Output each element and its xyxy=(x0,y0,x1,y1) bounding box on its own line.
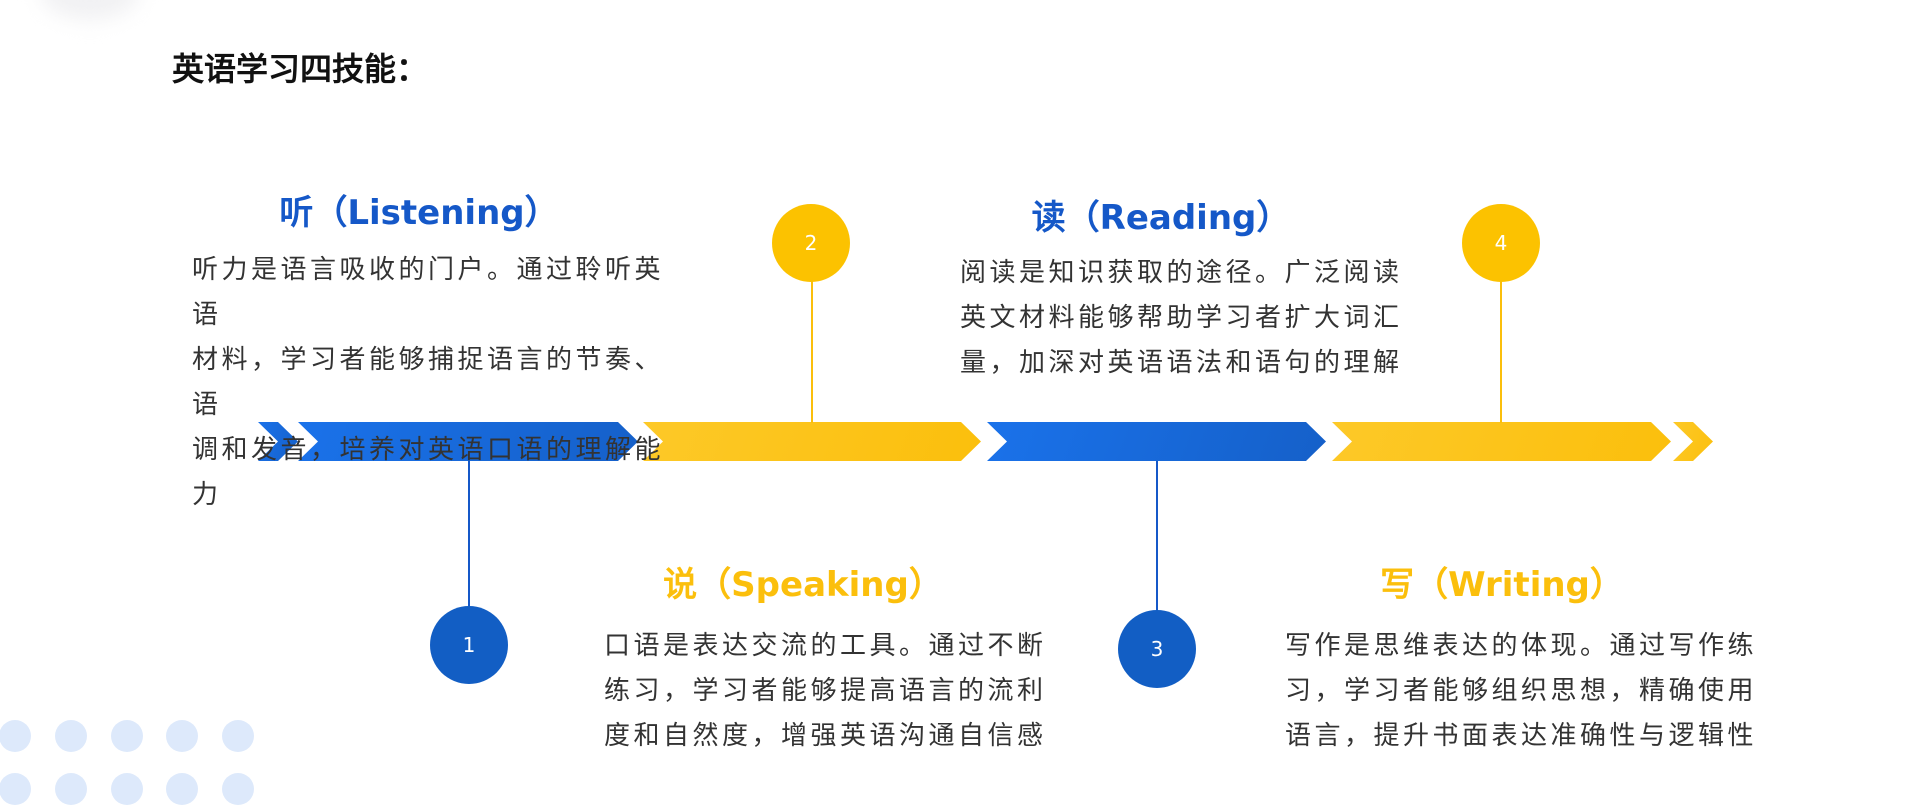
connector-4 xyxy=(1500,280,1502,423)
heading-speaking: 说（Speaking） xyxy=(663,565,943,605)
text-line: 语言，提升书面表达准确性与逻辑性 xyxy=(1285,721,1758,751)
heading-listening: 听（Listening） xyxy=(279,193,559,233)
text-line: 调和发音，培养对英语口语的理解能力 xyxy=(192,435,665,510)
decor-dot xyxy=(0,773,31,805)
text-line: 英文材料能够帮助学习者扩大词汇 xyxy=(960,303,1403,333)
decor-dot xyxy=(222,773,254,805)
decor-dot xyxy=(111,773,143,805)
text-line: 练习，学习者能够提高语言的流利 xyxy=(604,676,1047,706)
text-line: 听力是语言吸收的门户。通过聆听英语 xyxy=(192,255,665,330)
text-line: 材料，学习者能够捕捉语言的节奏、语 xyxy=(192,345,665,420)
decor-dot xyxy=(111,720,143,752)
step-badge-2: 2 xyxy=(772,204,850,282)
decor-dot xyxy=(166,720,198,752)
connector-3 xyxy=(1156,461,1158,611)
connector-1 xyxy=(468,461,470,607)
decor-dot xyxy=(55,720,87,752)
description-reading: 阅读是知识获取的途径。广泛阅读 英文材料能够帮助学习者扩大词汇 量，加深对英语语… xyxy=(960,251,1450,386)
timeline-segment-3 xyxy=(987,422,1326,461)
description-listening: 听力是语言吸收的门户。通过聆听英语 材料，学习者能够捕捉语言的节奏、语 调和发音… xyxy=(192,248,682,518)
timeline-segment-2 xyxy=(643,422,981,461)
timeline-segment-1 xyxy=(298,422,638,461)
text-line: 量，加深对英语语法和语句的理解 xyxy=(960,348,1403,378)
decor-dot xyxy=(55,773,87,805)
description-writing: 写作是思维表达的体现。通过写作练 习，学习者能够组织思想，精确使用 语言，提升书… xyxy=(1285,624,1775,759)
heading-reading: 读（Reading） xyxy=(1031,198,1291,238)
end-chevron xyxy=(1673,422,1713,461)
text-line: 度和自然度，增强英语沟通自信感 xyxy=(604,721,1047,751)
decor-dot xyxy=(0,720,31,752)
page-title: 英语学习四技能： xyxy=(172,50,429,88)
decorative-shadow xyxy=(40,0,140,20)
text-line: 习，学习者能够组织思想，精确使用 xyxy=(1285,676,1758,706)
description-speaking: 口语是表达交流的工具。通过不断 练习，学习者能够提高语言的流利 度和自然度，增强… xyxy=(604,624,1094,759)
text-line: 阅读是知识获取的途径。广泛阅读 xyxy=(960,258,1403,288)
text-line: 写作是思维表达的体现。通过写作练 xyxy=(1285,631,1758,661)
decor-dot xyxy=(222,720,254,752)
heading-writing: 写（Writing） xyxy=(1380,565,1624,605)
step-badge-3: 3 xyxy=(1118,610,1196,688)
step-badge-4: 4 xyxy=(1462,204,1540,282)
connector-2 xyxy=(811,280,813,423)
step-badge-1: 1 xyxy=(430,606,508,684)
decor-dot xyxy=(166,773,198,805)
timeline-segment-4 xyxy=(1332,422,1671,461)
text-line: 口语是表达交流的工具。通过不断 xyxy=(604,631,1047,661)
